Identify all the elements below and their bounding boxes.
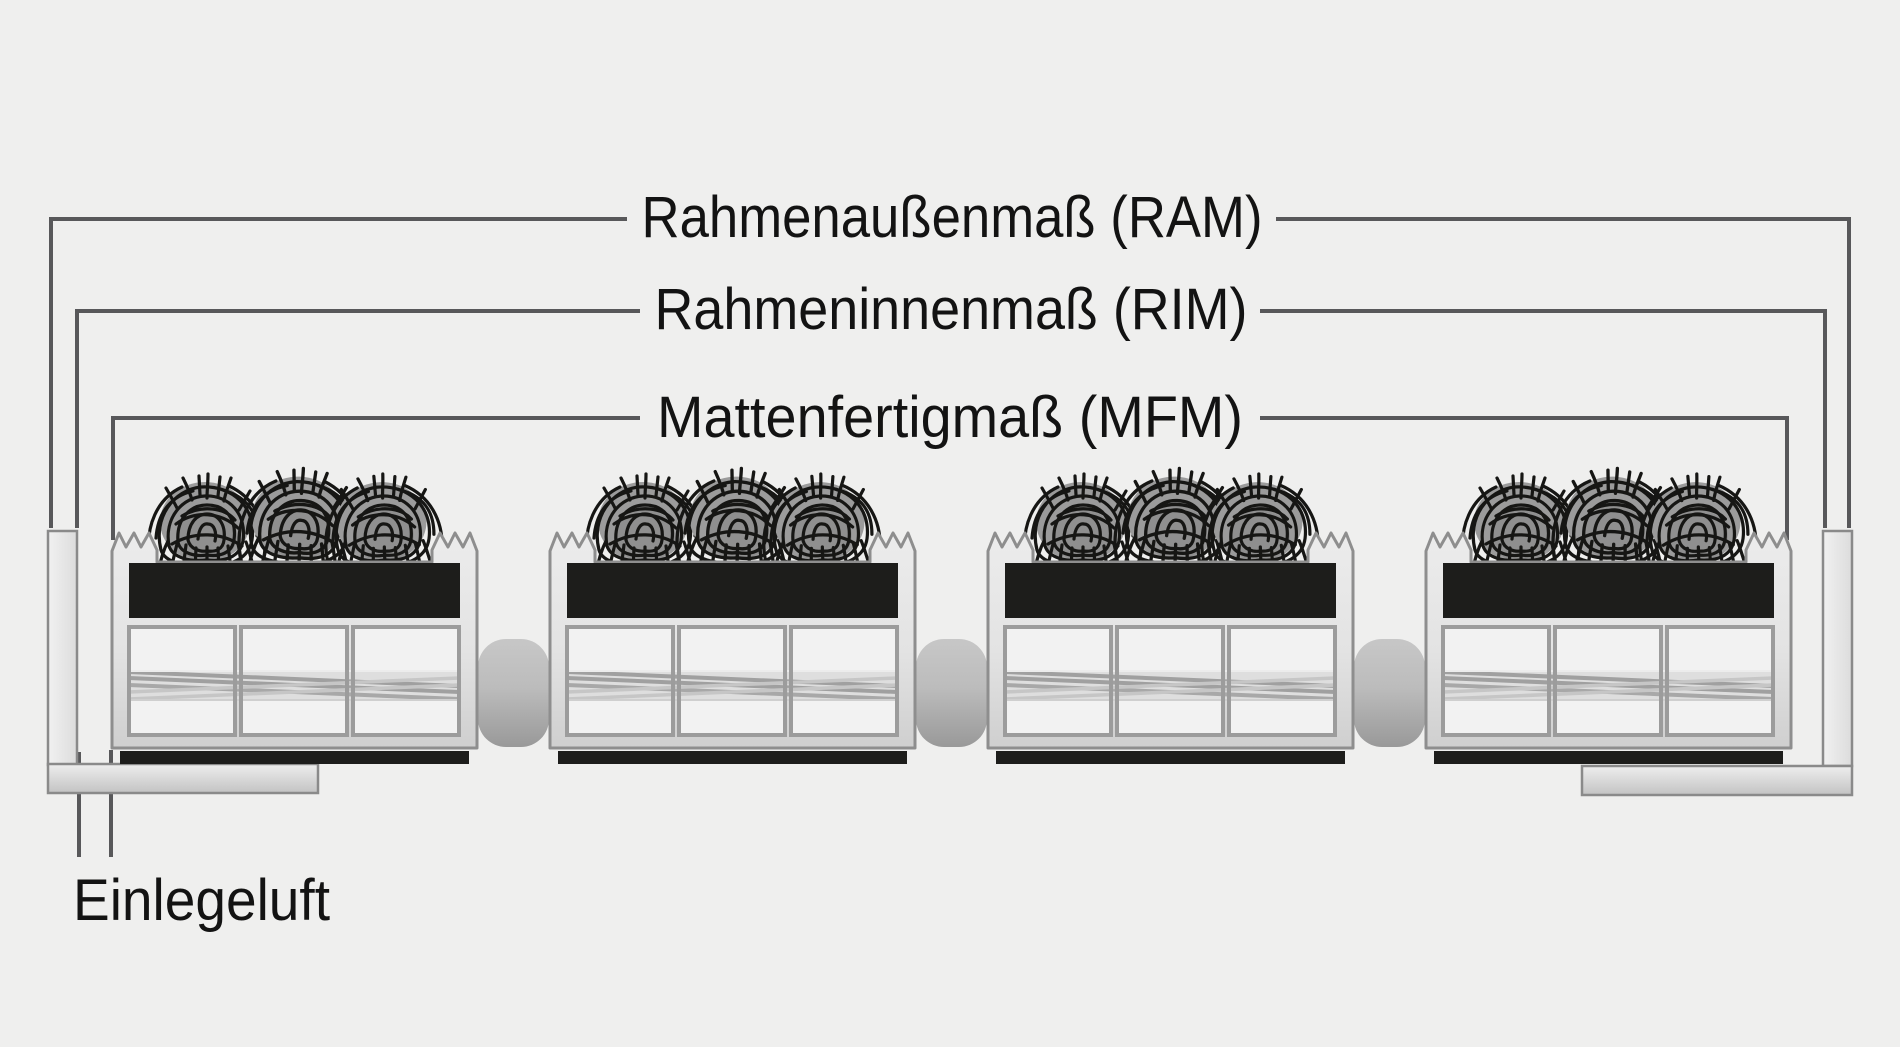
mfm-bracket-left — [111, 416, 640, 540]
ram-label: Rahmenaußenmaß (RAM) — [642, 185, 1263, 250]
mat-module-3 — [988, 466, 1353, 764]
rim-bracket-left — [75, 309, 640, 528]
mat-module-2 — [550, 466, 915, 764]
module-connector — [916, 639, 987, 747]
frame-left-upright — [46, 529, 79, 767]
ram-bracket-right — [1276, 217, 1851, 528]
frame-left — [46, 529, 320, 795]
ram-bracket-left — [49, 217, 627, 528]
mat-module-1 — [112, 466, 477, 764]
mat-module-4 — [1426, 466, 1791, 764]
rim-label: Rahmeninnenmaß (RIM) — [655, 277, 1248, 342]
mfm-label: Mattenfertigmaß (MFM) — [657, 385, 1243, 450]
frame-right-upright — [1821, 529, 1854, 768]
mfm-bracket-right — [1260, 416, 1789, 540]
frame-right-flange — [1580, 764, 1854, 797]
frame-right — [1580, 529, 1854, 797]
module-connector — [478, 639, 549, 747]
einlegeluft-label: Einlegeluft — [73, 868, 330, 933]
rim-bracket-right — [1260, 309, 1827, 528]
module-connector — [1354, 639, 1425, 747]
frame-left-flange — [46, 762, 320, 795]
